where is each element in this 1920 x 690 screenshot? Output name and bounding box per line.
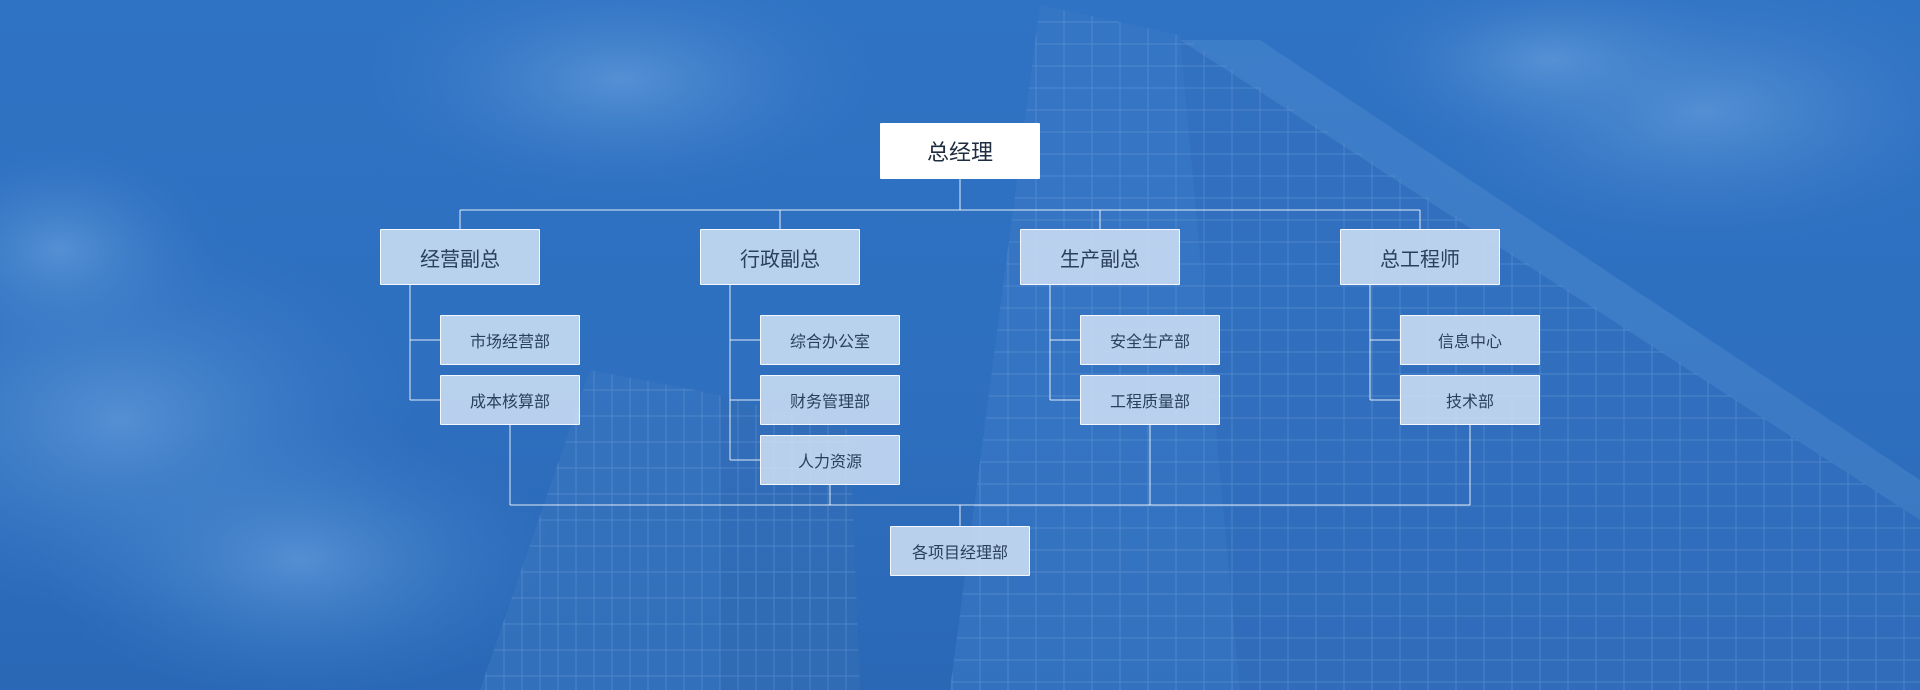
dept-cost-box: 成本核算部	[440, 375, 580, 425]
dept-market-box: 市场经营部	[440, 315, 580, 365]
vp-business-box: 经营副总	[380, 229, 540, 285]
chief-engineer-box: 总工程师	[1340, 229, 1500, 285]
vp-production-box: 生产副总	[1020, 229, 1180, 285]
dept-quality-box: 工程质量部	[1080, 375, 1220, 425]
vp-admin-box: 行政副总	[700, 229, 860, 285]
project-management-box: 各项目经理部	[890, 526, 1030, 576]
dept-office-box: 综合办公室	[760, 315, 900, 365]
dept-safety-box: 安全生产部	[1080, 315, 1220, 365]
dept-hr-box: 人力资源	[760, 435, 900, 485]
dept-info-box: 信息中心	[1400, 315, 1540, 365]
dept-finance-box: 财务管理部	[760, 375, 900, 425]
general-manager-box: 总经理	[880, 123, 1040, 179]
dept-tech-box: 技术部	[1400, 375, 1540, 425]
